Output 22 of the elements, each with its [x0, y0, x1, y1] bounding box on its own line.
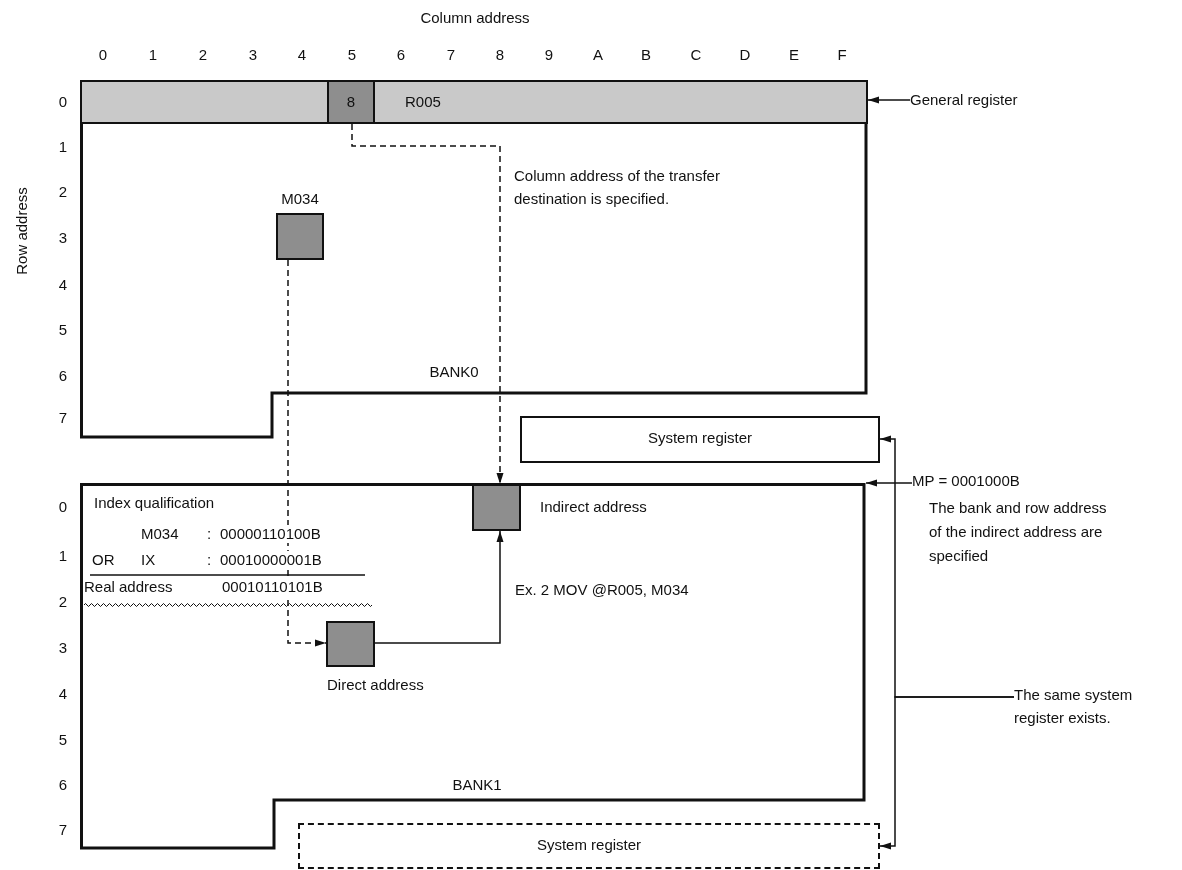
register-label: General register: [910, 91, 1018, 109]
annotation-text: Ex. 2 MOV @R005, M034: [515, 581, 689, 599]
table-text: 00010000001B: [220, 551, 322, 569]
table-heading: Index qualification: [94, 494, 215, 512]
arrow: [879, 696, 1015, 850]
cell-label: M034: [281, 190, 319, 208]
register-box: System register: [298, 823, 880, 869]
table-text: 00000110100B: [220, 525, 321, 543]
table-text: 00010110101B: [222, 578, 323, 596]
dashed-arrow: [287, 259, 327, 647]
arrow: [374, 530, 504, 644]
dashed-arrow: [351, 123, 504, 485]
cell-label: Indirect address: [540, 498, 647, 516]
bank-label: BANK1: [452, 776, 502, 794]
register-cell: 8: [327, 80, 375, 124]
cell-label: Direct address: [327, 676, 424, 694]
register-name: R005: [405, 93, 441, 111]
register-box: System register: [520, 416, 880, 463]
annotation-text: The same system register exists.: [1014, 685, 1134, 728]
arrow: [867, 96, 911, 104]
arrow: [865, 479, 913, 487]
bank-label: BANK0: [429, 363, 479, 381]
